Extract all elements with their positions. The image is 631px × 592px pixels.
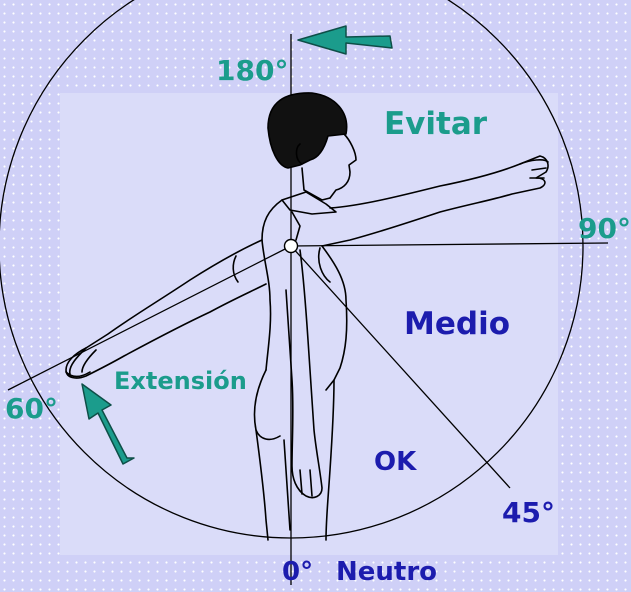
figure-shoulder-line [291, 211, 301, 241]
label-ok: OK [374, 447, 417, 477]
label-45-degrees: 45° [502, 496, 555, 529]
figure-extended-hand [65, 347, 97, 378]
figure-inner-leg [283, 439, 291, 531]
figure-elbow-line [232, 255, 239, 283]
figure-raised-arm [321, 155, 549, 247]
label-medio: Medio [404, 306, 510, 342]
label-0-degrees: 0° [282, 557, 313, 587]
figure-torso-back [261, 199, 283, 371]
figure-face [329, 133, 357, 199]
diagram-panel [60, 93, 558, 555]
label-evitar: Evitar [384, 106, 488, 142]
figure-hair [267, 92, 348, 169]
figure-extended-arm [65, 239, 267, 379]
label-neutro: Neutro [336, 557, 437, 587]
human-figure [65, 92, 549, 541]
figure-torso-front [321, 245, 348, 391]
figure-collar [281, 191, 337, 215]
label-60-degrees: 60° [5, 392, 58, 425]
label-90-degrees: 90° [578, 212, 631, 245]
figure-raised-hand [519, 159, 549, 179]
extension-60-line [7, 245, 292, 391]
label-180-degrees: 180° [216, 54, 288, 87]
figure-chest-line [317, 247, 331, 283]
figure-hanging-arm [285, 249, 323, 499]
figure-ear [295, 143, 303, 165]
figure-front-leg [325, 379, 335, 541]
label-extension: Extensión [114, 367, 247, 395]
horizontal-90-line [290, 242, 609, 247]
figure-back-leg [255, 429, 269, 541]
shoulder-pivot-point [283, 238, 299, 254]
diagonal-45-line [290, 245, 511, 489]
rotation-arrow-top-icon [297, 25, 393, 55]
rotation-arrow-bottom-left-icon [81, 383, 135, 465]
figure-hanging-hand [299, 469, 313, 497]
figure-neck [301, 167, 331, 201]
